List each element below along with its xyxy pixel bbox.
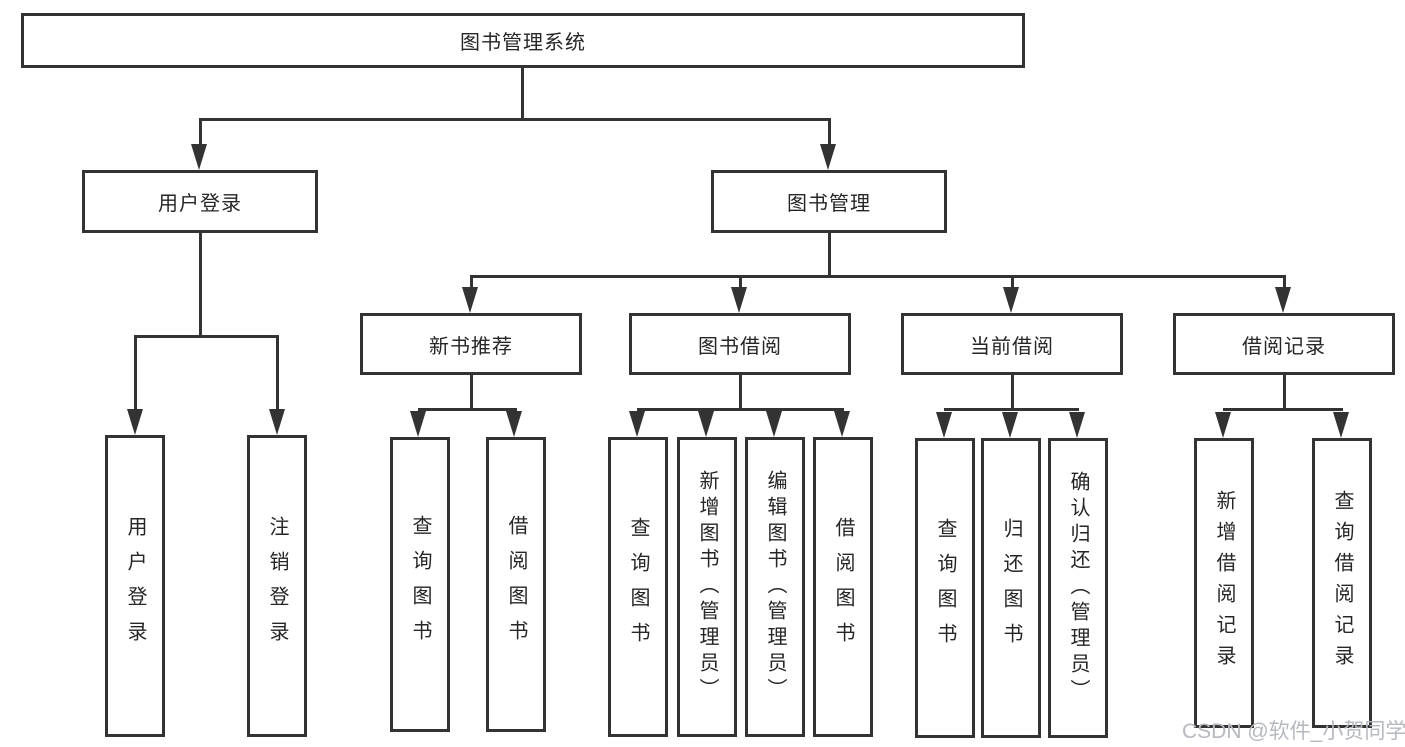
connector-user-login-trunk xyxy=(199,233,202,335)
leaf-borrow-books-borrow-label: 借阅图书 xyxy=(832,517,854,657)
arrow-down-icon xyxy=(506,411,522,437)
connector-drop xyxy=(1011,275,1014,291)
arrow-down-icon xyxy=(1002,412,1018,438)
arrow-down-icon xyxy=(698,411,714,437)
connector-branch xyxy=(637,408,844,411)
leaf-query-books-current: 查询图书 xyxy=(915,438,975,738)
leaf-return-books: 归还图书 xyxy=(981,438,1041,738)
connector-drop xyxy=(739,275,742,291)
connector-trunk xyxy=(470,375,473,408)
connector-branch xyxy=(418,408,517,411)
leaf-logout: 注销登录 xyxy=(247,435,307,737)
connector-drop xyxy=(828,118,831,148)
node-book-borrow: 图书借阅 xyxy=(629,313,851,375)
connector-branch xyxy=(944,408,1079,411)
leaf-add-book-admin-label: 新增图书（管理员） xyxy=(696,470,718,704)
node-new-book-recommend: 新书推荐 xyxy=(360,313,582,375)
node-book-management-label: 图书管理 xyxy=(787,193,871,215)
leaf-query-books-borrow-label: 查询图书 xyxy=(627,517,649,657)
connector-drop xyxy=(199,118,202,148)
leaf-user-login: 用户登录 xyxy=(105,435,165,737)
leaf-user-login-label: 用户登录 xyxy=(124,516,146,656)
leaf-add-borrow-record-label: 新增借阅记录 xyxy=(1213,490,1235,676)
connector-branch xyxy=(1223,408,1343,411)
leaf-borrow-books-recommend: 借阅图书 xyxy=(486,437,546,732)
arrow-down-icon xyxy=(127,409,143,435)
arrow-down-icon xyxy=(410,411,426,437)
leaf-query-books-recommend-label: 查询图书 xyxy=(409,514,431,655)
connector-book-mgmt-trunk xyxy=(828,233,831,275)
node-root-label: 图书管理系统 xyxy=(460,32,586,54)
arrow-down-icon xyxy=(820,144,836,170)
connector-drop xyxy=(276,335,279,411)
leaf-add-borrow-record: 新增借阅记录 xyxy=(1194,438,1254,728)
arrow-down-icon xyxy=(629,411,645,437)
node-borrow-records-label: 借阅记录 xyxy=(1242,335,1326,358)
arrow-down-icon xyxy=(766,411,782,437)
arrow-down-icon xyxy=(731,287,747,313)
node-user-login-label: 用户登录 xyxy=(158,193,242,215)
connector-trunk xyxy=(1283,374,1286,408)
arrow-down-icon xyxy=(1069,412,1085,438)
arrow-down-icon xyxy=(1215,412,1231,438)
node-borrow-records: 借阅记录 xyxy=(1173,313,1395,375)
leaf-query-borrow-record-label: 查询借阅记录 xyxy=(1331,490,1353,676)
connector-trunk xyxy=(739,375,742,408)
arrow-down-icon xyxy=(936,412,952,438)
connector-level3-branch xyxy=(470,275,1286,278)
node-new-book-recommend-label: 新书推荐 xyxy=(429,335,513,358)
node-book-management: 图书管理 xyxy=(711,170,947,233)
leaf-borrow-books-borrow: 借阅图书 xyxy=(813,437,873,737)
leaf-return-books-label: 归还图书 xyxy=(1000,518,1022,658)
connector-drop xyxy=(470,275,473,291)
connector-trunk xyxy=(1011,375,1014,408)
leaf-add-book-admin: 新增图书（管理员） xyxy=(677,437,737,737)
node-root: 图书管理系统 xyxy=(21,13,1025,68)
leaf-query-borrow-record: 查询借阅记录 xyxy=(1312,438,1372,728)
connector-user-login-branch xyxy=(134,335,279,338)
leaf-query-books-current-label: 查询图书 xyxy=(934,518,956,658)
connector-drop xyxy=(1283,275,1286,291)
arrow-down-icon xyxy=(1003,287,1019,313)
leaf-borrow-books-recommend-label: 借阅图书 xyxy=(505,514,527,655)
leaf-edit-book-admin: 编辑图书（管理员） xyxy=(745,437,805,737)
node-user-login: 用户登录 xyxy=(82,170,318,233)
arrow-down-icon xyxy=(191,144,207,170)
csdn-watermark: CSDN @软件_小贺同学 xyxy=(1182,720,1405,743)
leaf-confirm-return-admin-label: 确认归还（管理员） xyxy=(1067,471,1089,705)
arrow-down-icon xyxy=(462,287,478,313)
connector-drop xyxy=(134,335,137,411)
leaf-logout-label: 注销登录 xyxy=(266,516,288,656)
node-current-borrow-label: 当前借阅 xyxy=(970,335,1054,358)
node-current-borrow: 当前借阅 xyxy=(901,313,1123,375)
connector-level2-branch xyxy=(199,118,831,121)
arrow-down-icon xyxy=(834,411,850,437)
arrow-down-icon xyxy=(1333,412,1349,438)
leaf-edit-book-admin-label: 编辑图书（管理员） xyxy=(764,470,786,704)
arrow-down-icon xyxy=(1275,287,1291,313)
connector-root-trunk xyxy=(521,68,524,118)
arrow-down-icon xyxy=(269,409,285,435)
leaf-confirm-return-admin: 确认归还（管理员） xyxy=(1048,438,1108,738)
leaf-query-books-borrow: 查询图书 xyxy=(608,437,668,737)
leaf-query-books-recommend: 查询图书 xyxy=(390,437,450,732)
node-book-borrow-label: 图书借阅 xyxy=(698,335,782,358)
